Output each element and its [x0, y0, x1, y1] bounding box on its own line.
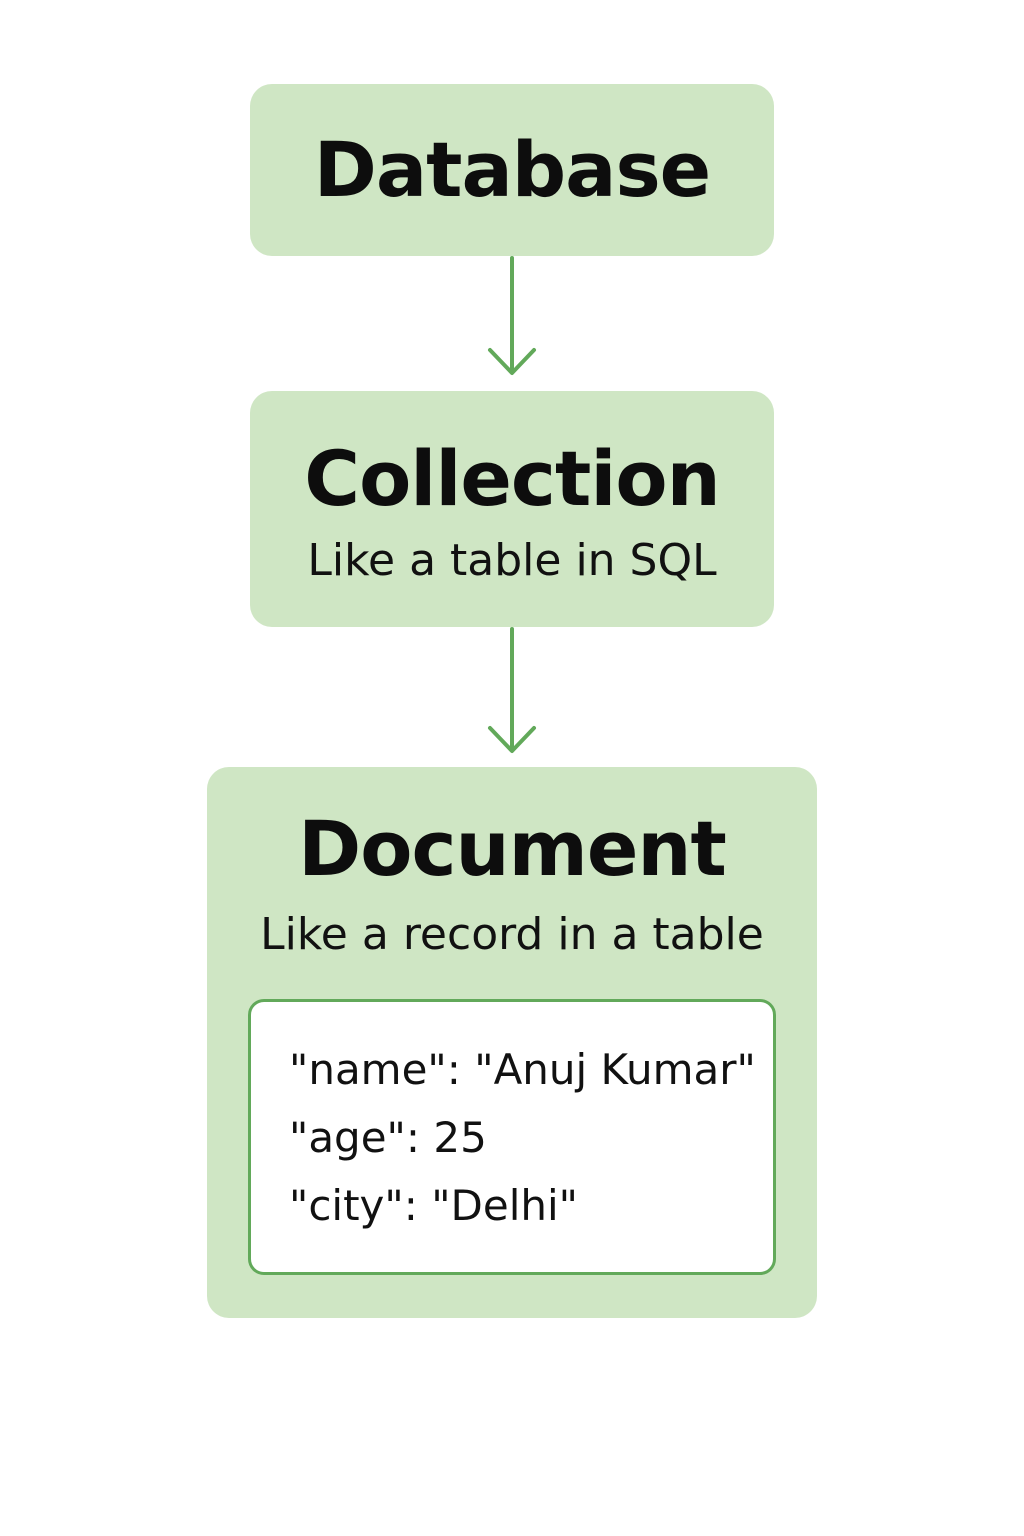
document-subtitle: Like a record in a table	[260, 909, 764, 960]
collection-subtitle: Like a table in SQL	[307, 535, 717, 586]
database-title: Database	[313, 125, 711, 214]
document-title: Document	[298, 804, 727, 893]
record-field-city: "city": "Delhi"	[289, 1181, 578, 1230]
collection-node: Collection Like a table in SQL	[250, 391, 774, 627]
document-node: Document Like a record in a table "name"…	[207, 767, 817, 1318]
collection-title: Collection	[304, 434, 720, 523]
record-field-name: "name": "Anuj Kumar"	[289, 1045, 756, 1094]
database-node: Database	[250, 84, 774, 256]
arrow-database-to-collection	[488, 256, 536, 375]
record-field-age: "age": 25	[289, 1113, 487, 1162]
arrow-collection-to-document	[488, 627, 536, 753]
record-card: "name": "Anuj Kumar" "age": 25 "city": "…	[248, 999, 776, 1275]
